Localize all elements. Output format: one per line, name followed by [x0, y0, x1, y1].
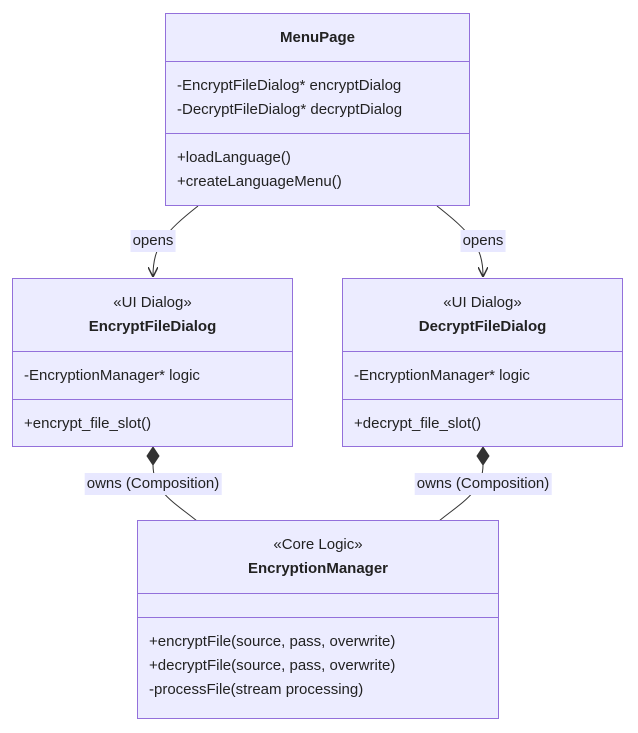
method: +decrypt_file_slot() — [354, 415, 482, 432]
edge-encrypt-owns-manager — [152, 464, 198, 522]
attributes-section: -EncryptFileDialog* encryptDialog -Decry… — [166, 62, 469, 134]
method: +loadLanguage() — [177, 149, 291, 166]
attributes-section: -EncryptionManager* logic — [343, 352, 622, 400]
edge-decrypt-owns-manager — [438, 464, 484, 522]
class-name: EncryptFileDialog — [88, 318, 217, 335]
methods-section: +loadLanguage() +createLanguageMenu() — [166, 134, 469, 206]
class-stereotype: «UI Dialog» — [113, 294, 192, 311]
method: +encryptFile(source, pass, overwrite) — [149, 633, 396, 650]
attribute: -EncryptionManager* logic — [354, 367, 530, 384]
attributes-section: -EncryptionManager* logic — [13, 352, 292, 400]
edge-label-opens-encrypt: opens — [130, 230, 176, 252]
class-header: «UI Dialog» DecryptFileDialog — [343, 279, 622, 352]
class-name: DecryptFileDialog — [418, 318, 547, 335]
methods-section: +decrypt_file_slot() — [343, 400, 622, 448]
class-name: MenuPage — [279, 28, 355, 46]
class-stereotype: «Core Logic» — [273, 536, 363, 553]
methods-section: +encryptFile(source, pass, overwrite) +d… — [138, 618, 498, 714]
attributes-section — [138, 594, 498, 618]
edge-label-opens-decrypt: opens — [460, 230, 506, 252]
class-encryption-manager: «Core Logic» EncryptionManager +encryptF… — [137, 520, 499, 719]
composition-diamond-decrypt — [476, 446, 490, 466]
class-encrypt-file-dialog: «UI Dialog» EncryptFileDialog -Encryptio… — [12, 278, 293, 447]
method: +createLanguageMenu() — [177, 173, 342, 190]
class-menu-page: MenuPage -EncryptFileDialog* encryptDial… — [165, 13, 470, 206]
composition-diamond-encrypt — [146, 446, 160, 466]
method: -processFile(stream processing) — [149, 681, 364, 698]
edge-label-owns-decrypt: owns (Composition) — [414, 473, 552, 495]
class-name: EncryptionManager — [247, 560, 389, 577]
class-header: «Core Logic» EncryptionManager — [138, 521, 498, 594]
class-header: «UI Dialog» EncryptFileDialog — [13, 279, 292, 352]
methods-section: +encrypt_file_slot() — [13, 400, 292, 448]
edge-label-owns-encrypt: owns (Composition) — [84, 473, 222, 495]
attribute: -DecryptFileDialog* decryptDialog — [177, 101, 403, 118]
attribute: -EncryptionManager* logic — [24, 367, 200, 384]
class-decrypt-file-dialog: «UI Dialog» DecryptFileDialog -Encryptio… — [342, 278, 623, 447]
class-header: MenuPage — [166, 14, 469, 62]
attribute: -EncryptFileDialog* encryptDialog — [177, 77, 402, 94]
method: +encrypt_file_slot() — [24, 415, 152, 432]
method: +decryptFile(source, pass, overwrite) — [149, 657, 396, 674]
class-stereotype: «UI Dialog» — [443, 294, 522, 311]
